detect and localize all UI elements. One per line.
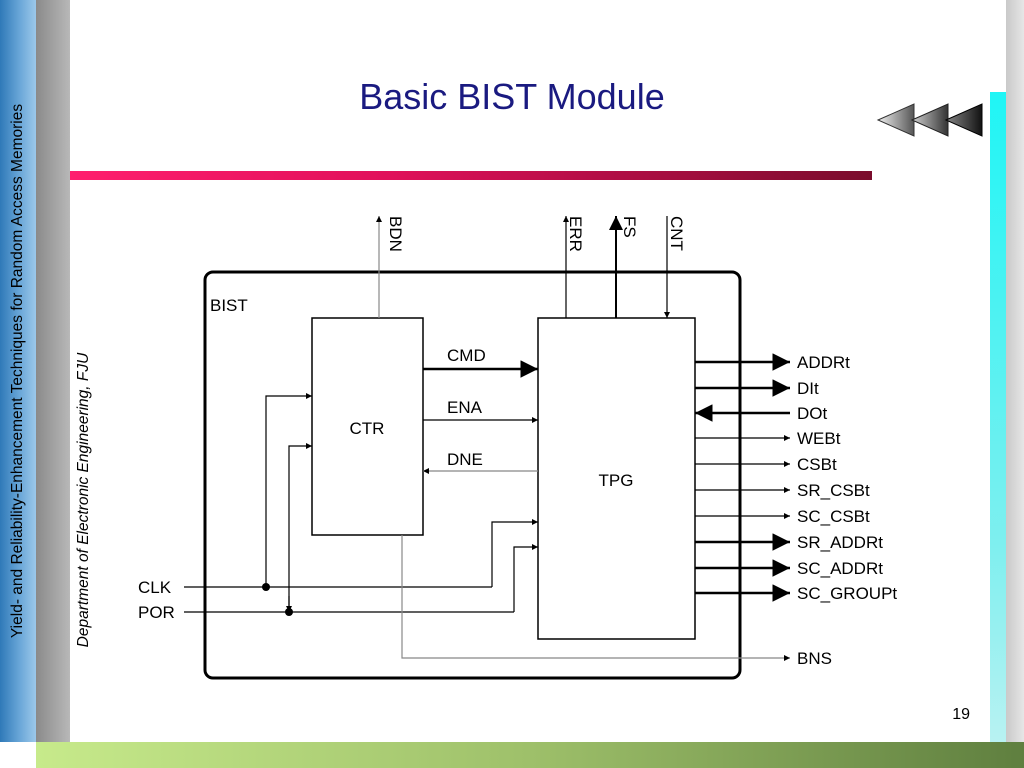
sc-csbt-label: SC_CSBt (797, 507, 870, 526)
tpg-output-signals: ADDRt DIt DOt WEBt CSBt SR_CSBt SC_CSBt … (695, 353, 897, 603)
por-to-ctr-wire (288, 443, 312, 612)
ctr-block (311, 317, 424, 536)
title-underline (70, 171, 872, 180)
clk-to-tpg-wire (491, 519, 538, 587)
dot-label: DOt (797, 404, 828, 423)
fs-label: FS (620, 216, 639, 238)
sr-csbt-label: SR_CSBt (797, 481, 870, 500)
sc-addrt-label: SC_ADDRt (797, 559, 883, 578)
left-sidebar-bar: Yield- and Reliability-Enhancement Techn… (0, 0, 36, 742)
bist-outer-box (203, 270, 742, 680)
slide-title: Basic BIST Module (359, 76, 665, 117)
addrt-label: ADDRt (797, 353, 850, 372)
cmd-label: CMD (447, 346, 486, 365)
page-number: 19 (952, 706, 970, 723)
bottom-bar (36, 742, 1024, 768)
ctr-label: CTR (350, 419, 385, 438)
csbt-label: CSBt (797, 455, 837, 474)
cnt-label: CNT (667, 216, 686, 251)
right-edge-bar (1006, 0, 1024, 768)
sr-addrt-label: SR_ADDRt (797, 533, 883, 552)
department-bar: Department of Electronic Engineering, FJ… (36, 0, 92, 742)
clk-label: CLK (138, 578, 172, 597)
bns-label: BNS (797, 649, 832, 668)
bdn-label: BDN (386, 216, 405, 252)
tpg-label: TPG (599, 471, 634, 490)
sc-groupt-label: SC_GROUPt (797, 584, 897, 603)
bns-wire (401, 535, 790, 661)
dne-label: DNE (447, 450, 483, 469)
ena-label: ENA (447, 398, 483, 417)
por-to-tpg-wire (513, 544, 538, 612)
nav-back-arrows-icon[interactable] (876, 100, 986, 140)
por-label: POR (138, 603, 175, 622)
right-accent-bar (990, 92, 1006, 742)
bist-label: BIST (210, 296, 248, 315)
err-label: ERR (566, 216, 585, 252)
dit-label: DIt (797, 379, 819, 398)
webt-label: WEBt (797, 429, 841, 448)
clk-to-ctr-wire (265, 393, 312, 587)
